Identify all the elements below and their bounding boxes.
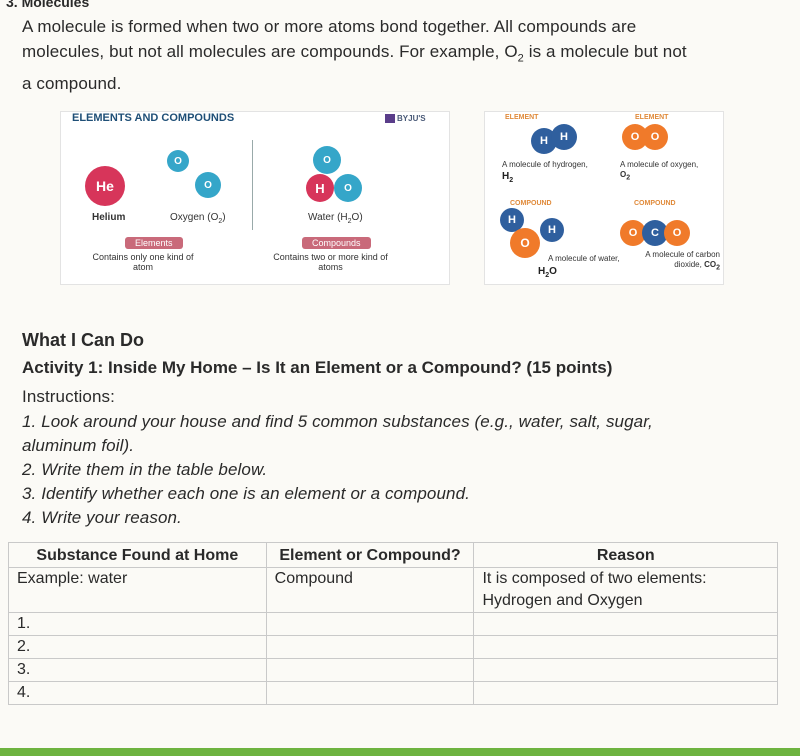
byjus-logo: BYJU'S <box>385 114 426 124</box>
water-h-atom-2: H <box>540 218 564 242</box>
header-substance: Substance Found at Home <box>8 542 267 568</box>
intro-line-2: molecules, but not all molecules are com… <box>22 42 687 65</box>
instruction-step-2: 2. Write them in the table below. <box>22 460 268 479</box>
water-oxygen-atom-2: O <box>334 174 362 202</box>
oxygen-atom-2: O <box>195 172 221 198</box>
co2-c-atom: C <box>642 220 668 246</box>
table-row: 4. <box>8 681 778 705</box>
row-type-cell[interactable] <box>265 612 475 636</box>
byjus-icon <box>385 114 395 124</box>
water-label: Water (H2O) <box>308 212 363 225</box>
water-formula: H2O <box>538 266 557 279</box>
water-oxygen-atom: O <box>313 146 341 174</box>
example-type: Compound <box>265 567 475 613</box>
diagram-divider <box>252 140 253 230</box>
elements-compounds-diagram <box>60 111 450 285</box>
co2-o-atom-2: O <box>664 220 690 246</box>
element-tag-2: ELEMENT <box>635 114 669 121</box>
section-heading: 3. Molecules <box>6 0 90 10</box>
water-o-atom: O <box>510 228 540 258</box>
row-type-cell[interactable] <box>265 635 475 659</box>
table-row: 1. <box>8 612 778 636</box>
row-reason-cell[interactable] <box>473 681 778 705</box>
co2-o-atom-1: O <box>620 220 646 246</box>
row-type-cell[interactable] <box>265 658 475 682</box>
row-number: 3. <box>8 658 267 682</box>
co2-description: A molecule of carbon dioxide, CO2 <box>645 250 720 272</box>
row-type-cell[interactable] <box>265 681 475 705</box>
water-description: A molecule of water, <box>548 254 620 263</box>
row-number: 2. <box>8 635 267 659</box>
instructions-label: Instructions: <box>22 387 115 406</box>
instruction-step-4: 4. Write your reason. <box>22 508 182 527</box>
h2-formula: H2 <box>502 171 514 184</box>
compounds-description: Contains two or more kind of atoms <box>273 252 388 272</box>
intro-paragraph: A molecule is formed when two or more at… <box>22 14 792 96</box>
row-reason-cell[interactable] <box>473 658 778 682</box>
helium-label: Helium <box>92 212 126 223</box>
row-reason-cell[interactable] <box>473 612 778 636</box>
table-row: 2. <box>8 635 778 659</box>
elements-description: Contains only one kind of atom <box>92 252 194 272</box>
element-tag-1: ELEMENT <box>505 114 539 121</box>
compound-tag-1: COMPOUND <box>510 200 552 207</box>
water-hydrogen-atom: H <box>306 174 334 202</box>
header-reason: Reason <box>473 542 778 568</box>
row-reason-cell[interactable] <box>473 635 778 659</box>
helium-atom: He <box>85 166 125 206</box>
table-row: 3. <box>8 658 778 682</box>
bottom-strip <box>0 748 800 756</box>
table-row-example: Example: water Compound It is composed o… <box>8 567 778 613</box>
section-title: What I Can Do <box>22 330 144 350</box>
row-number: 4. <box>8 681 267 705</box>
instruction-step-1: 1. Look around your house and find 5 com… <box>22 412 653 431</box>
o2-description: A molecule of oxygen, O2 <box>620 160 699 182</box>
h2-description: A molecule of hydrogen, <box>502 160 588 169</box>
compound-tag-2: COMPOUND <box>634 200 676 207</box>
example-substance: Example: water <box>8 567 267 613</box>
o2-atom-2: O <box>642 124 668 150</box>
oxygen-atom-1: O <box>167 150 189 172</box>
oxygen-label: Oxygen (O2) <box>170 212 226 225</box>
substances-table: Substance Found at Home Element or Compo… <box>8 542 778 705</box>
activity-title: Activity 1: Inside My Home – Is It an El… <box>22 358 613 377</box>
compounds-pill: Compounds <box>302 237 371 249</box>
table-header-row: Substance Found at Home Element or Compo… <box>8 542 778 568</box>
diagram-title: ELEMENTS AND COMPOUNDS <box>72 112 235 124</box>
example-reason: It is composed of two elements: Hydrogen… <box>473 567 778 613</box>
row-number: 1. <box>8 612 267 636</box>
elements-pill: Elements <box>125 237 183 249</box>
h2-atom-2: H <box>551 124 577 150</box>
intro-line-3: a compound. <box>22 74 122 94</box>
intro-line-1: A molecule is formed when two or more at… <box>22 17 637 36</box>
header-type: Element or Compound? <box>265 542 475 568</box>
instruction-step-3: 3. Identify whether each one is an eleme… <box>22 484 470 503</box>
instruction-step-1-cont: aluminum foil). <box>22 436 135 455</box>
